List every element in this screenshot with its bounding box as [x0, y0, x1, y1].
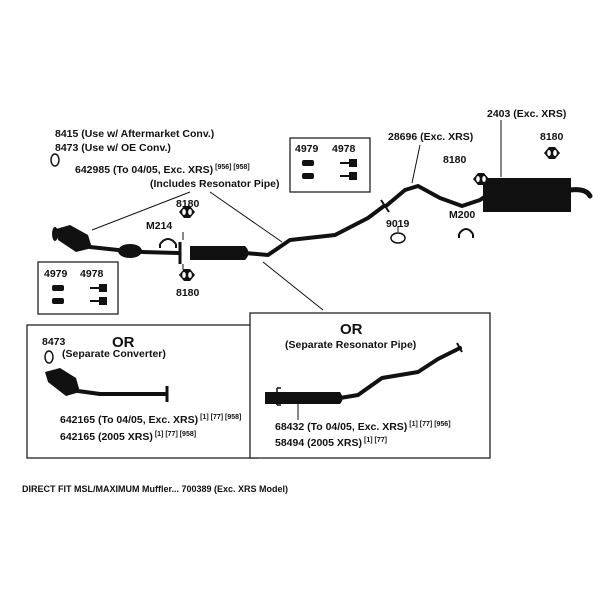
- resonator-line-2-text: 58494 (2005 XRS): [275, 437, 362, 449]
- label-m200: M200: [449, 209, 475, 221]
- resonator-line-1-text: 68432 (To 04/05, Exc. XRS): [275, 421, 407, 433]
- label-642985-sup: [956] [958]: [215, 164, 250, 171]
- converter-option-box: OR 8473 (Separate Converter) 642165 (To …: [26, 324, 258, 459]
- resonator-pipe-end: [456, 342, 463, 353]
- label-642985-note: (Includes Resonator Pipe): [150, 178, 280, 190]
- resonator-icon: [265, 392, 343, 404]
- label-8180-bottom: 8180: [176, 287, 200, 299]
- hardware-icons: [50, 147, 560, 281]
- hanger-8180-mid-icon: [473, 173, 489, 185]
- resonator-pipe: [338, 346, 462, 400]
- bolt-icon: [90, 284, 107, 292]
- label-8180-top: 8180: [176, 198, 200, 210]
- bolt-icon: [90, 297, 107, 305]
- label-8180-mid: 8180: [443, 154, 467, 166]
- hardware-box-right: 4979 4978: [289, 137, 371, 193]
- clamp-m214-icon: [159, 238, 177, 248]
- label-28696: 28696 (Exc. XRS): [388, 131, 473, 143]
- hanger-8180-top-icon: [179, 206, 195, 218]
- hanger-8180-right-icon: [544, 147, 560, 159]
- bolt-icon: [340, 159, 357, 167]
- pipe-rear: [384, 184, 492, 208]
- main-exhaust-assembly: [52, 178, 593, 264]
- pre-resonator: [118, 244, 142, 258]
- muffler-body: [483, 178, 571, 212]
- resonator-line-2-sup: [1] [77]: [364, 437, 387, 444]
- label-4978-b: 4978: [332, 143, 356, 155]
- leader-lines: [91, 120, 502, 311]
- tailpipe: [567, 187, 593, 199]
- leader-28696: [411, 144, 421, 184]
- part-labels: 8415 (Use w/ Aftermarket Conv.) 8473 (Us…: [55, 108, 566, 299]
- footer-note: DIRECT FIT MSL/MAXIMUM Muffler... 700389…: [22, 484, 288, 494]
- label-2403: 2403 (Exc. XRS): [487, 108, 566, 120]
- spring-icon: [52, 298, 64, 304]
- converter-line-1-sup: [1] [77] [958]: [200, 414, 241, 421]
- gasket-ring-icon: [50, 153, 60, 167]
- spring-icon: [302, 160, 314, 166]
- resonator-option-title: (Separate Resonator Pipe): [285, 339, 416, 351]
- clamp-m200-icon: [458, 228, 474, 238]
- hardware-box-left-frame: [37, 261, 119, 315]
- converter-line-2: 642165 (2005 XRS)[1] [77] [958]: [60, 431, 196, 443]
- label-8415: 8415 (Use w/ Aftermarket Conv.): [55, 128, 214, 140]
- label-4979-b: 4979: [295, 143, 319, 155]
- pipe-to-resonator: [140, 250, 180, 255]
- converter-8473-label: 8473: [42, 336, 66, 348]
- label-8473: 8473 (Use w/ OE Conv.): [55, 142, 171, 154]
- resonator-line-2: 58494 (2005 XRS)[1] [77]: [275, 437, 387, 449]
- hanger-8180-bottom-icon: [179, 269, 195, 281]
- label-m214: M214: [146, 220, 172, 232]
- label-8180-right: 8180: [540, 131, 564, 143]
- label-4979-a: 4979: [44, 268, 68, 280]
- resonator-line-1: 68432 (To 04/05, Exc. XRS)[1] [77] [956]: [275, 421, 451, 433]
- leader-642985-right: [209, 191, 283, 243]
- converter-line-1: 642165 (To 04/05, Exc. XRS)[1] [77] [958…: [60, 414, 241, 426]
- bolt-icon: [340, 172, 357, 180]
- converter-pipe: [76, 389, 167, 396]
- gasket-9019-icon: [390, 232, 406, 244]
- spring-icon: [302, 173, 314, 179]
- resonator-line-1-sup: [1] [77] [956]: [409, 421, 450, 428]
- converter-icon: [45, 368, 80, 396]
- resonator-body: [190, 246, 249, 260]
- converter-line-2-text: 642165 (2005 XRS): [60, 431, 153, 443]
- label-642985-text: 642985 (To 04/05, Exc. XRS): [75, 164, 213, 176]
- label-9019: 9019: [386, 218, 410, 230]
- leader-642985-left: [91, 191, 191, 231]
- gasket-ring-icon: [44, 350, 54, 364]
- leader-resonator-option: [262, 261, 324, 311]
- pipe-mid: [243, 204, 386, 257]
- converter-line-2-sup: [1] [77] [958]: [155, 431, 196, 438]
- label-4978-a: 4978: [80, 268, 104, 280]
- hardware-box-left: 4979 4978: [37, 261, 119, 315]
- pipe-converter-out: [88, 245, 120, 252]
- resonator-or-label: OR: [340, 321, 363, 338]
- converter-line-1-text: 642165 (To 04/05, Exc. XRS): [60, 414, 198, 426]
- converter-or-label: OR: [112, 334, 135, 351]
- converter-option-title: (Separate Converter): [62, 348, 166, 360]
- spring-icon: [52, 285, 64, 291]
- resonator-option-box: OR (Separate Resonator Pipe) 68432 (To 0…: [249, 312, 491, 459]
- label-642985: 642985 (To 04/05, Exc. XRS)[956] [958]: [75, 164, 250, 176]
- converter-body: [56, 225, 92, 252]
